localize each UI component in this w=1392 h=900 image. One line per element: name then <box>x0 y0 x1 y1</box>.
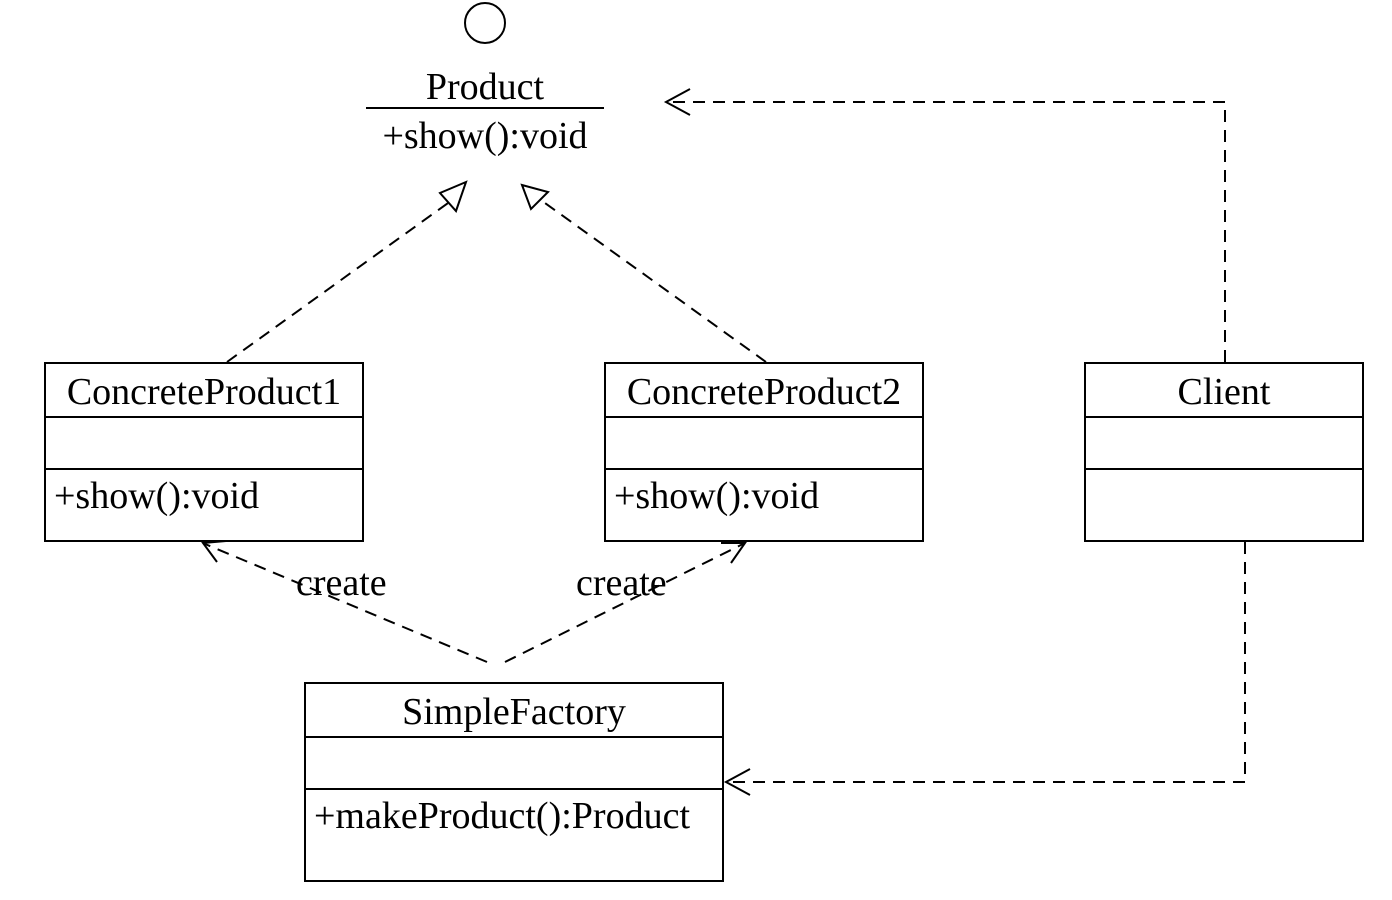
hollow-triangle-arrow-icon <box>520 183 550 211</box>
create-line-1 <box>204 543 488 663</box>
interface-circle-icon <box>464 2 506 44</box>
simple-factory-attributes <box>306 738 722 790</box>
create-line-2 <box>504 543 744 663</box>
open-arrow-icon <box>723 768 751 796</box>
concrete-product-2-attributes <box>606 418 922 470</box>
client-product-dependency-line <box>668 101 1226 362</box>
simple-factory-name: SimpleFactory <box>306 684 722 738</box>
product-operation: +show():void <box>382 115 588 157</box>
simple-factory-operation: +makeProduct():Product <box>314 795 691 837</box>
open-arrow-icon <box>663 88 691 116</box>
create-label-2: create <box>576 562 667 604</box>
concrete-product-1-class: ConcreteProduct1 +show():void <box>44 362 364 542</box>
hollow-triangle-arrow-icon <box>438 180 468 213</box>
client-class: Client <box>1084 362 1364 542</box>
realization-line-1 <box>226 197 456 363</box>
realization-line-2 <box>537 197 767 363</box>
create-label-1: create <box>296 562 387 604</box>
client-attributes <box>1086 418 1362 470</box>
open-arrow-icon <box>721 542 747 564</box>
concrete-product-1-attributes <box>46 418 362 470</box>
concrete-product-1-operation: +show():void <box>54 475 260 517</box>
concrete-product-2-operation: +show():void <box>614 475 820 517</box>
client-factory-dependency-line <box>726 542 1246 783</box>
concrete-product-2-name: ConcreteProduct2 <box>606 364 922 418</box>
product-name: Product <box>425 66 545 108</box>
concrete-product-1-name: ConcreteProduct1 <box>46 364 362 418</box>
client-name: Client <box>1086 364 1362 418</box>
concrete-product-2-class: ConcreteProduct2 +show():void <box>604 362 924 542</box>
simple-factory-class: SimpleFactory +makeProduct():Product <box>304 682 724 882</box>
